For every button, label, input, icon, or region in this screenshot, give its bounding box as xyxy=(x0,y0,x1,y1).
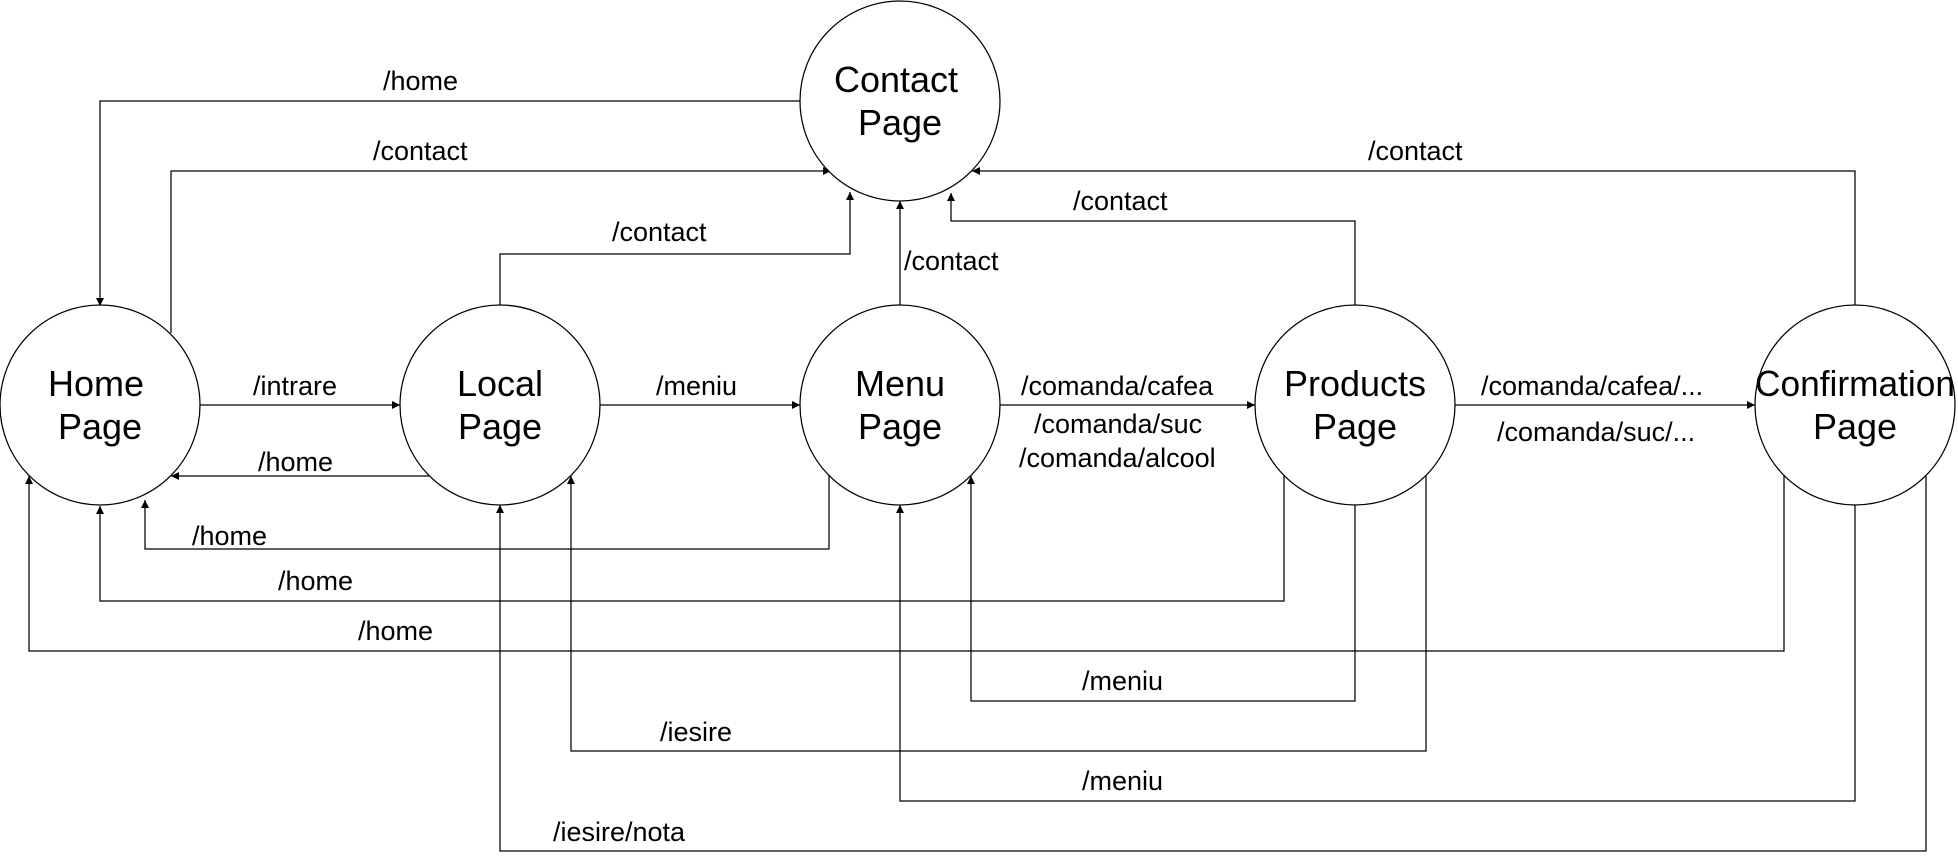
edge-label: /meniu xyxy=(1082,666,1163,696)
edge-line xyxy=(170,167,831,333)
edge-confirmation-to-home: /home xyxy=(25,476,1785,652)
edge-line xyxy=(972,167,1856,305)
edge-label: /comanda/cafea xyxy=(1021,371,1214,401)
edge-label: /contact xyxy=(612,217,707,247)
edge-label: /contact xyxy=(373,136,468,166)
edge-home-to-local: /intrare xyxy=(200,371,400,409)
edge-label: /contact xyxy=(1073,186,1168,216)
node-circle xyxy=(799,0,1001,202)
node-circle xyxy=(399,304,601,506)
node-label-line2: Page xyxy=(1813,406,1897,447)
node-label-line1: Products xyxy=(1284,363,1426,404)
edge-menu-to-products: /comanda/cafea /comanda/suc /comanda/alc… xyxy=(1000,371,1255,473)
node-local-page: Local Page xyxy=(399,304,601,506)
nodes: Contact Page Home Page Local Page Menu P… xyxy=(0,0,1956,506)
edge-label: /home xyxy=(258,447,333,477)
node-label-line1: Contact xyxy=(834,59,958,100)
edge-label-extra: /comanda/suc xyxy=(1034,409,1202,439)
edge-label-extra: /comanda/suc/... xyxy=(1497,417,1695,447)
edge-label: /iesire xyxy=(660,717,732,747)
node-products-page: Products Page xyxy=(1254,304,1456,506)
edge-confirmation-to-local: /iesire/nota xyxy=(496,476,1927,852)
node-label-line1: Menu xyxy=(855,363,945,404)
edge-label-extra: /comanda/alcool xyxy=(1019,443,1216,473)
edge-label: /comanda/cafea/... xyxy=(1481,371,1703,401)
edge-label: /home xyxy=(358,616,433,646)
edge-products-to-local: /iesire xyxy=(567,476,1427,752)
edge-local-to-home: /home xyxy=(171,447,429,480)
edge-home-to-contact: /contact xyxy=(170,136,831,333)
edge-label: /home xyxy=(278,566,353,596)
edge-menu-to-home: /home xyxy=(141,476,830,551)
edge-line xyxy=(896,505,1856,802)
edges: /home /contact /contact /contact /contac… xyxy=(25,66,1927,852)
edge-confirmation-to-contact: /contact xyxy=(972,136,1856,305)
edge-line xyxy=(567,476,1427,752)
node-circle xyxy=(1754,304,1956,506)
edge-menu-to-contact: /contact xyxy=(896,201,999,305)
edge-line xyxy=(496,476,1927,852)
edge-label: /home xyxy=(383,66,458,96)
node-label-line2: Page xyxy=(858,406,942,447)
edge-line xyxy=(141,476,830,550)
node-label-line1: Home xyxy=(48,363,144,404)
edge-label: /intrare xyxy=(253,371,337,401)
edge-line xyxy=(96,100,800,306)
edge-products-to-home: /home xyxy=(96,476,1285,602)
edge-confirmation-to-menu: /meniu xyxy=(896,505,1856,802)
edge-label: /meniu xyxy=(1082,766,1163,796)
edge-line xyxy=(947,193,1356,305)
node-label-line2: Page xyxy=(58,406,142,447)
node-label-line1: Local xyxy=(457,363,543,404)
edge-contact-to-home: /home xyxy=(96,66,800,306)
node-menu-page: Menu Page xyxy=(799,304,1001,506)
node-label-line2: Page xyxy=(858,102,942,143)
edge-label: /iesire/nota xyxy=(553,817,686,847)
node-label-line2: Page xyxy=(458,406,542,447)
edge-products-to-contact: /contact xyxy=(947,186,1356,305)
edge-line xyxy=(967,476,1356,702)
node-contact-page: Contact Page xyxy=(799,0,1001,202)
edge-label: /meniu xyxy=(656,371,737,401)
edge-line xyxy=(25,476,1785,652)
edge-local-to-contact: /contact xyxy=(499,192,854,305)
node-confirmation-page: Confirmation Page xyxy=(1754,304,1956,506)
edge-label: /home xyxy=(192,521,267,551)
node-label-line2: Page xyxy=(1313,406,1397,447)
edge-label: /contact xyxy=(904,246,999,276)
node-circle xyxy=(799,304,1001,506)
edge-line xyxy=(96,476,1285,602)
edge-products-to-menu: /meniu xyxy=(967,476,1356,702)
edge-line xyxy=(499,192,854,305)
node-circle xyxy=(0,304,201,506)
edge-products-to-confirmation: /comanda/cafea/... /comanda/suc/... xyxy=(1455,371,1755,447)
node-circle xyxy=(1254,304,1456,506)
node-home-page: Home Page xyxy=(0,304,201,506)
edge-label: /contact xyxy=(1368,136,1463,166)
node-label-line1: Confirmation xyxy=(1755,363,1955,404)
edge-local-to-menu: /meniu xyxy=(600,371,800,409)
